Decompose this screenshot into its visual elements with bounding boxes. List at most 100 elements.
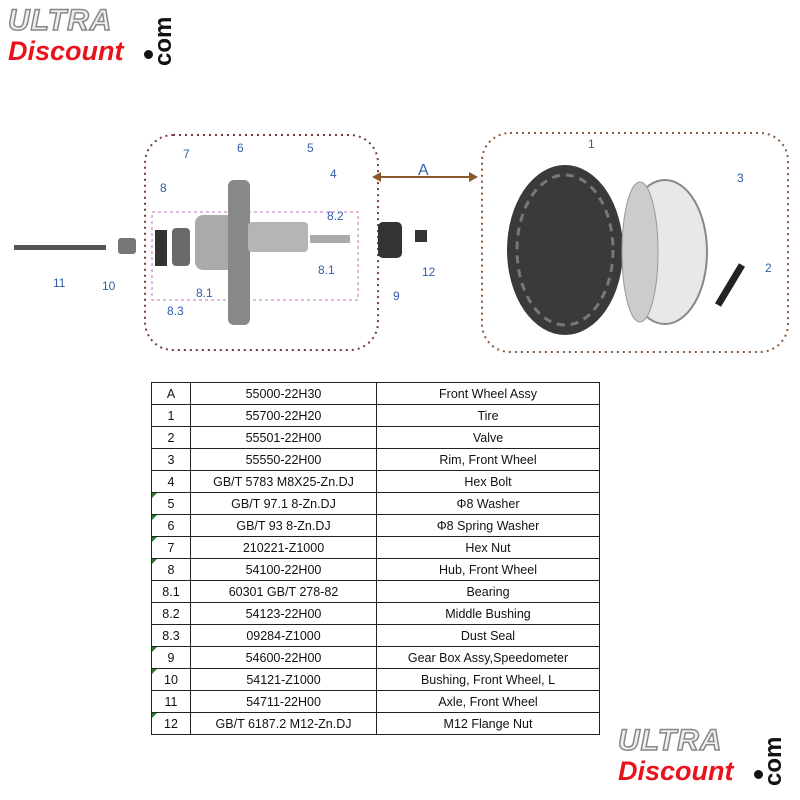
ref-cell: 12 bbox=[151, 712, 191, 735]
description-cell: Hex Bolt bbox=[376, 470, 600, 493]
logo-com: com bbox=[760, 736, 787, 786]
description-cell: Bearing bbox=[376, 580, 600, 603]
ref-cell: 10 bbox=[151, 668, 191, 691]
description-cell: Bushing, Front Wheel, L bbox=[376, 668, 600, 691]
callout-label: 10 bbox=[102, 279, 116, 293]
callout-label: 4 bbox=[330, 167, 337, 181]
ref-cell: 8.2 bbox=[151, 602, 191, 625]
description-cell: Hex Nut bbox=[376, 536, 600, 559]
ref-cell: 11 bbox=[151, 690, 191, 713]
callout-label: 6 bbox=[237, 141, 244, 155]
bearing bbox=[172, 228, 190, 266]
part-number-cell: GB/T 6187.2 M12-Zn.DJ bbox=[190, 712, 377, 735]
hub-subgroup-box bbox=[151, 211, 359, 301]
callout-label: 5 bbox=[307, 141, 314, 155]
logo-dot bbox=[144, 50, 153, 59]
callout-label: 7 bbox=[183, 147, 190, 161]
logo-ultra: ULTRA bbox=[7, 3, 113, 38]
description-cell: Φ8 Washer bbox=[376, 492, 600, 515]
description-cell: M12 Flange Nut bbox=[376, 712, 600, 735]
description-cell: Gear Box Assy,Speedometer bbox=[376, 646, 600, 669]
ultra-discount-logo-bottom[interactable]: ULTRA Discount com bbox=[612, 723, 787, 792]
callout-label: 12 bbox=[422, 265, 436, 279]
part-number-cell: GB/T 93 8-Zn.DJ bbox=[190, 514, 377, 537]
dust-seal bbox=[155, 230, 167, 266]
valve bbox=[714, 263, 746, 307]
description-cell: Axle, Front Wheel bbox=[376, 690, 600, 713]
tire bbox=[507, 165, 623, 335]
part-number-cell: 55700-22H20 bbox=[190, 404, 377, 427]
part-number-cell: 55501-22H00 bbox=[190, 426, 377, 449]
ref-cell: A bbox=[151, 382, 191, 405]
hub-body bbox=[195, 215, 235, 270]
part-number-cell: 09284-Z1000 bbox=[190, 624, 377, 647]
ref-cell: 3 bbox=[151, 448, 191, 471]
description-cell: Front Wheel Assy bbox=[376, 382, 600, 405]
part-number-cell: 210221-Z1000 bbox=[190, 536, 377, 559]
logo-discount: Discount bbox=[8, 36, 124, 66]
callout-label: 11 bbox=[53, 276, 66, 290]
part-number-cell: 55000-22H30 bbox=[190, 382, 377, 405]
ref-cell: 4 bbox=[151, 470, 191, 493]
part-number-cell: 54100-22H00 bbox=[190, 558, 377, 581]
description-cell: Φ8 Spring Washer bbox=[376, 514, 600, 537]
ref-cell: 7 bbox=[151, 536, 191, 559]
ref-cell: 2 bbox=[151, 426, 191, 449]
description-cell: Valve bbox=[376, 426, 600, 449]
hub-spindle bbox=[248, 222, 308, 252]
description-cell: Tire bbox=[376, 404, 600, 427]
part-number-cell: GB/T 5783 M8X25-Zn.DJ bbox=[190, 470, 377, 493]
ref-cell: 5 bbox=[151, 492, 191, 515]
callout-label: 8 bbox=[160, 181, 167, 195]
ref-cell: 8 bbox=[151, 558, 191, 581]
logo-discount: Discount bbox=[618, 756, 734, 786]
callout-label: 8.2 bbox=[327, 209, 344, 223]
callout-label: 3 bbox=[737, 171, 744, 185]
part-number-cell: GB/T 97.1 8-Zn.DJ bbox=[190, 492, 377, 515]
middle-bushing bbox=[310, 235, 350, 243]
gearbox bbox=[378, 222, 402, 258]
exploded-wheel-diagram: A 1 2 3 4 5 6 7 8 8.1 8.2 8.3 9 10 11 12 bbox=[14, 132, 789, 353]
ref-cell: 1 bbox=[151, 404, 191, 427]
ref-cell: 8.1 bbox=[151, 580, 191, 603]
part-number-cell: 54711-22H00 bbox=[190, 690, 377, 713]
wheel-group-box bbox=[481, 132, 789, 353]
ultra-discount-logo-top[interactable]: ULTRA Discount com bbox=[2, 3, 177, 72]
logo-com: com bbox=[150, 16, 177, 66]
callout-label: 8.1 bbox=[318, 263, 335, 277]
logo-ultra: ULTRA bbox=[617, 723, 723, 758]
hub-flange bbox=[228, 180, 250, 325]
description-cell: Dust Seal bbox=[376, 624, 600, 647]
description-cell: Middle Bushing bbox=[376, 602, 600, 625]
logo-dot bbox=[754, 770, 763, 779]
description-cell: Hub, Front Wheel bbox=[376, 558, 600, 581]
callout-label: 1 bbox=[588, 137, 595, 151]
callout-label: 2 bbox=[765, 261, 772, 275]
description-cell: Rim, Front Wheel bbox=[376, 448, 600, 471]
bushing bbox=[118, 238, 136, 254]
part-number-cell: 55550-22H00 bbox=[190, 448, 377, 471]
callout-label: 9 bbox=[393, 289, 400, 303]
callout-label: 8.1 bbox=[196, 286, 213, 300]
part-number-cell: 54121-Z1000 bbox=[190, 668, 377, 691]
ref-cell: 6 bbox=[151, 514, 191, 537]
part-number-cell: 60301 GB/T 278-82 bbox=[190, 580, 377, 603]
axle bbox=[14, 245, 106, 250]
ref-cell: 9 bbox=[151, 646, 191, 669]
